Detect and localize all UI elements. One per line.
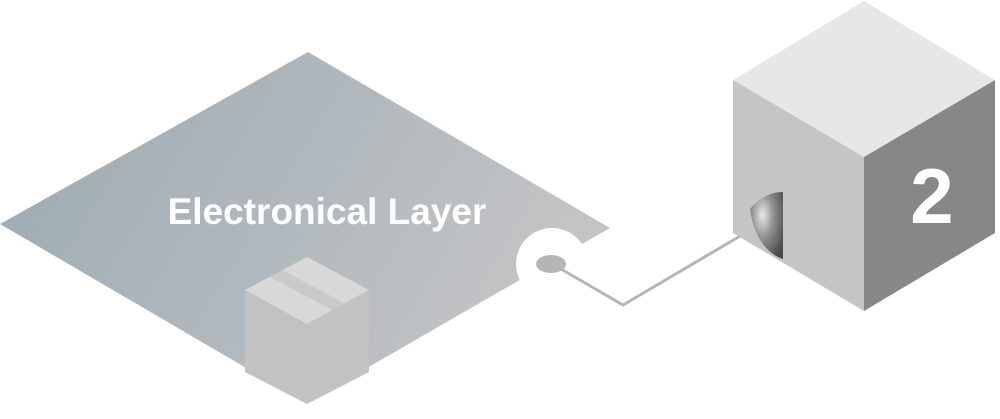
dome-icon — [750, 191, 783, 259]
small-box-front — [245, 290, 369, 404]
port-hole — [536, 255, 566, 273]
layer-plane — [0, 52, 610, 403]
connection-port — [516, 228, 588, 300]
cube-top — [733, 1, 995, 157]
small-box-band — [270, 270, 344, 310]
connector-line — [560, 230, 748, 307]
cube-right-face — [864, 80, 995, 311]
cube-number: 2 — [910, 152, 953, 240]
electronical-layer: Electronical Layer — [0, 52, 610, 404]
numbered-cube: 2 — [733, 1, 995, 311]
layer-label: Electronical Layer — [168, 191, 487, 232]
cube-left-face — [733, 80, 864, 311]
small-box — [245, 257, 369, 404]
